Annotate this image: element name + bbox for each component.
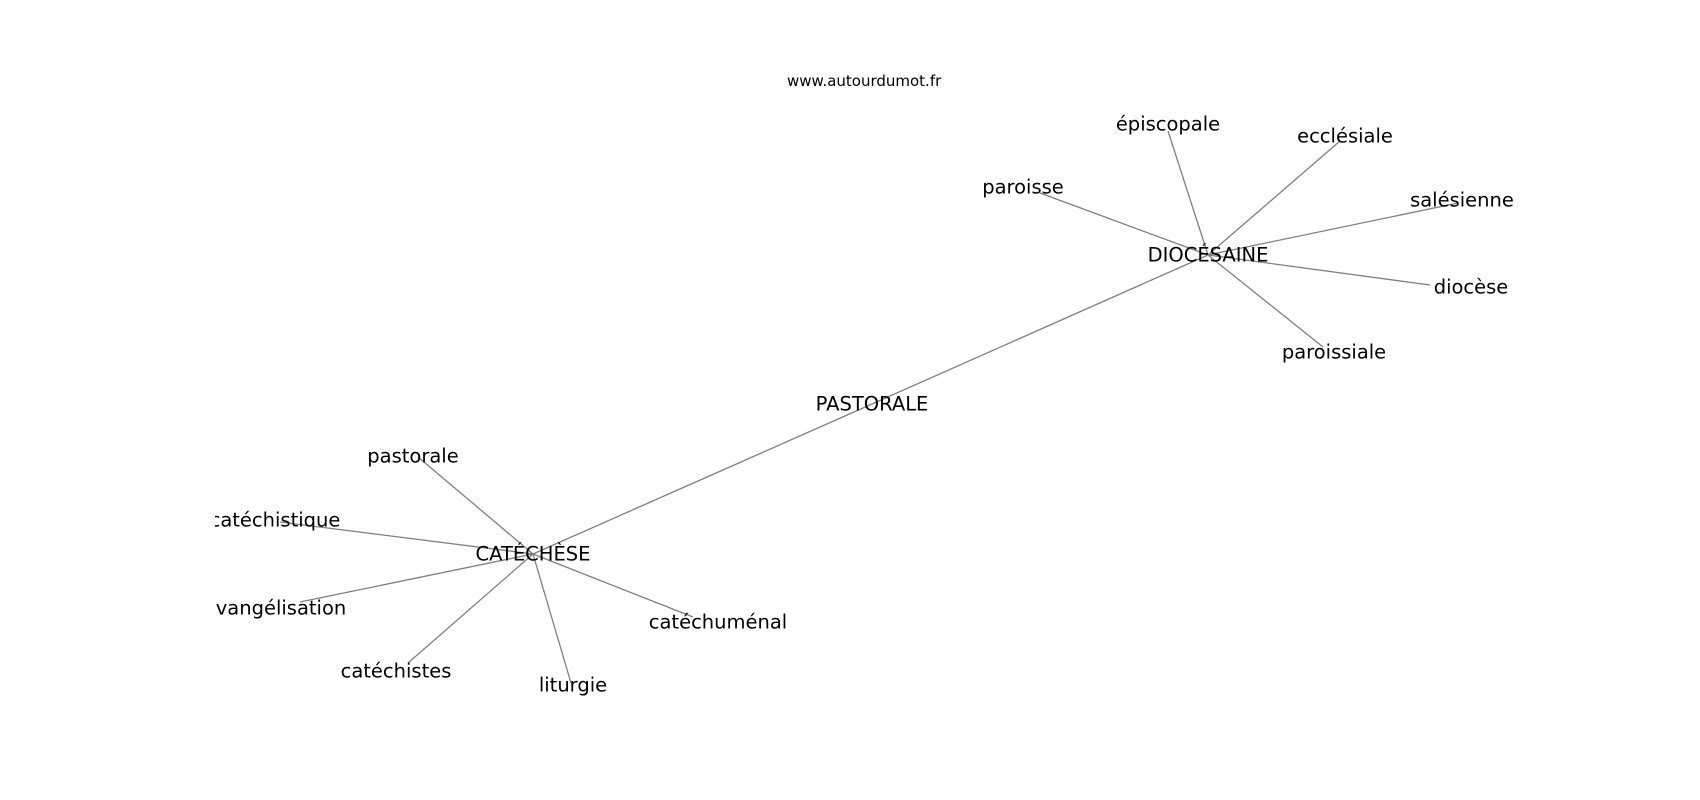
left-clip-mask [0,0,215,800]
edge-catechese-liturgie [532,553,572,684]
edge-catechese-catechumenal [532,553,694,618]
node-label-paroissiale[interactable]: paroissiale [1282,341,1386,364]
node-label-pastorale[interactable]: pastorale [367,445,458,468]
edge-pastorale_center-catechese [532,403,873,555]
node-label-catechese[interactable]: CATÉCHÈSE [476,543,591,566]
edge-diocesaine-episcopale [1167,130,1209,256]
edge-catechese-evangelisation [299,553,534,603]
node-label-salesienne[interactable]: salésienne [1410,189,1514,212]
node-label-paroisse[interactable]: paroisse [982,176,1064,199]
labels-layer: PASTORALE DIOCÉSAINE CATÉCHÈSE épiscopale ec… [204,113,1514,697]
node-label-evangelisation[interactable]: évangélisation [204,597,347,620]
node-label-catechumenal[interactable]: catéchuménal [649,611,787,634]
node-label-catechistique[interactable]: catéchistique [210,509,341,532]
node-label-diocesaine[interactable]: DIOCÉSAINE [1148,244,1269,267]
edge-diocesaine-ecclesiale [1207,140,1341,256]
node-label-catechistes[interactable]: catéchistes [341,660,452,683]
edge-catechese-pastorale [417,456,534,555]
node-label-liturgie[interactable]: liturgie [539,674,607,697]
edge-diocesaine-salesienne [1207,202,1459,256]
edge-diocesaine-diocese [1207,254,1431,286]
edge-catechese-catechistique [279,521,534,555]
node-label-pastorale-center[interactable]: PASTORALE [816,393,929,416]
edge-pastorale_center-diocesaine [871,254,1209,405]
node-label-episcopale[interactable]: épiscopale [1116,113,1220,136]
edges-layer [279,130,1459,684]
node-label-ecclesiale[interactable]: ecclésiale [1297,125,1393,148]
edge-diocesaine-paroisse [1039,192,1209,256]
edge-catechese-catechistes [407,553,534,664]
edge-diocesaine-paroissiale [1207,254,1324,348]
node-label-diocese[interactable]: diocèse [1434,276,1509,299]
source-label[interactable]: www.autourdumot.fr [787,72,942,90]
